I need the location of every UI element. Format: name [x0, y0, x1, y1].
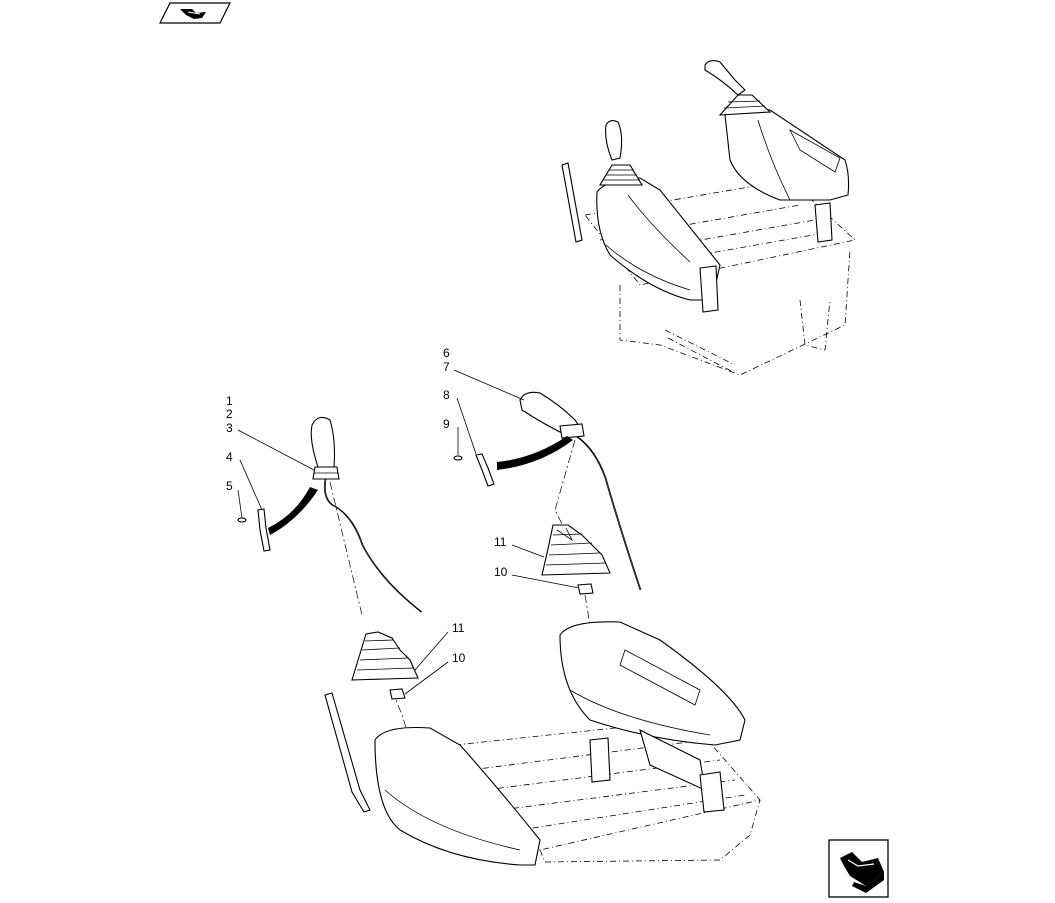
callout-6: 6: [443, 346, 450, 360]
callout-9: 9: [443, 417, 450, 431]
lower-console-assembly: [324, 621, 761, 866]
callout-2: 2: [226, 407, 233, 421]
callout-3: 3: [226, 421, 233, 435]
previous-page-arrow-icon[interactable]: [159, 2, 231, 24]
right-rubber-boot: [541, 524, 611, 576]
callout-10-left: 10: [452, 651, 466, 665]
callout-5: 5: [226, 479, 233, 493]
callout-labels: 1 2 3 4 5 6 7 8 9 11 10 11 10: [226, 346, 508, 665]
callout-4: 4: [226, 450, 233, 464]
callout-10-right: 10: [494, 565, 508, 579]
right-joystick-assembly: [453, 391, 642, 626]
left-joystick-handle: [310, 416, 336, 468]
callout-11-right: 11: [494, 535, 507, 549]
callout-8: 8: [443, 388, 450, 402]
leader-lines: [237, 369, 580, 695]
callout-11-left: 11: [452, 621, 465, 635]
callout-7: 7: [443, 360, 450, 374]
overview-console-assembly: [561, 59, 856, 376]
callout-1: 1: [226, 394, 233, 408]
left-joystick-assembly: [237, 416, 423, 741]
next-page-arrow-icon[interactable]: [828, 839, 889, 898]
left-rubber-boot: [351, 631, 419, 681]
